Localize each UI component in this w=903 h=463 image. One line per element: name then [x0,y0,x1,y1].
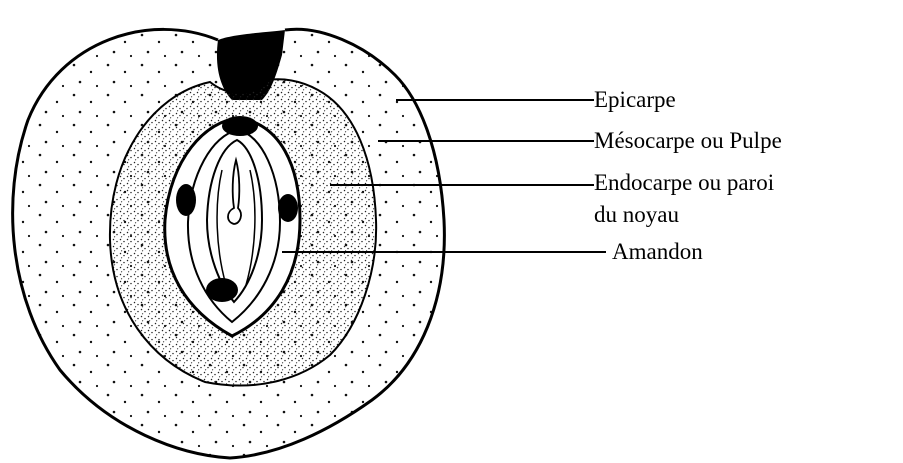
vascular-spot [278,194,298,222]
label-endocarpe-line2: du noyau [594,203,679,226]
vascular-spot [176,184,196,216]
vascular-spot [206,278,238,302]
label-mesocarpe: Mésocarpe ou Pulpe [594,129,782,152]
label-amandon: Amandon [612,240,703,263]
label-endocarpe-line1: Endocarpe ou paroi [594,171,774,194]
label-epicarpe: Epicarpe [594,88,676,111]
vascular-spot [222,116,258,136]
